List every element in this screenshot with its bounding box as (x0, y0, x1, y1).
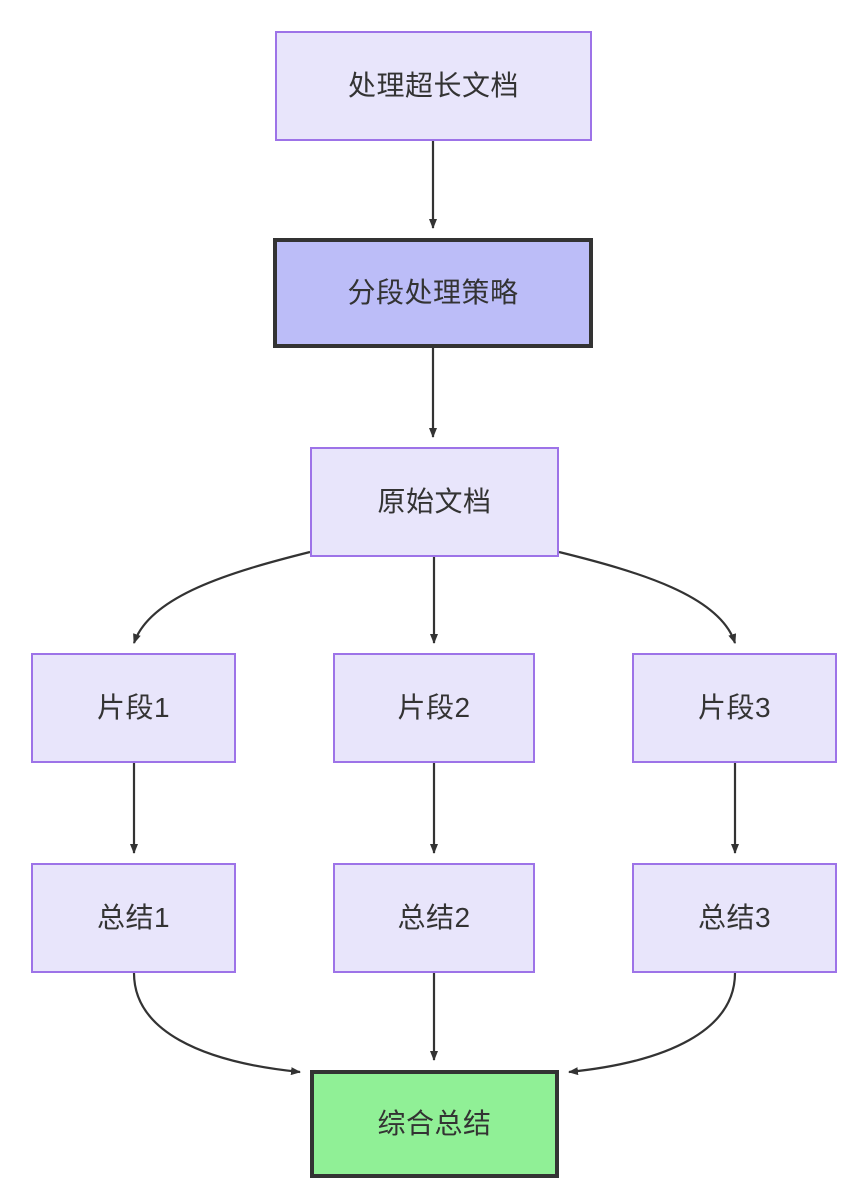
node-original-document[interactable]: 原始文档 (310, 447, 559, 557)
node-label: 片段1 (96, 692, 171, 724)
node-label: 片段3 (697, 692, 772, 724)
edge-n7-n10 (132, 972, 301, 1076)
edge-n3-n6 (558, 550, 737, 644)
node-summary-2[interactable]: 总结2 (333, 863, 535, 973)
node-label: 总结3 (697, 902, 772, 934)
node-label: 片段2 (397, 692, 471, 724)
node-label: 总结2 (397, 902, 471, 934)
node-fragment-2[interactable]: 片段2 (333, 653, 535, 763)
node-label: 原始文档 (377, 486, 492, 518)
node-summary-1[interactable]: 总结1 (31, 863, 236, 973)
node-label: 综合总结 (377, 1108, 492, 1140)
node-comprehensive-summary[interactable]: 综合总结 (310, 1070, 559, 1178)
node-label: 分段处理策略 (347, 277, 519, 309)
node-fragment-1[interactable]: 片段1 (31, 653, 236, 763)
node-chunking-strategy[interactable]: 分段处理策略 (273, 238, 593, 348)
node-label: 处理超长文档 (347, 70, 519, 102)
node-summary-3[interactable]: 总结3 (632, 863, 837, 973)
node-label: 总结1 (96, 902, 171, 934)
edge-n9-n10 (568, 972, 737, 1076)
edge-n3-n4 (132, 550, 311, 644)
node-process-long-document[interactable]: 处理超长文档 (275, 31, 592, 141)
node-fragment-3[interactable]: 片段3 (632, 653, 837, 763)
